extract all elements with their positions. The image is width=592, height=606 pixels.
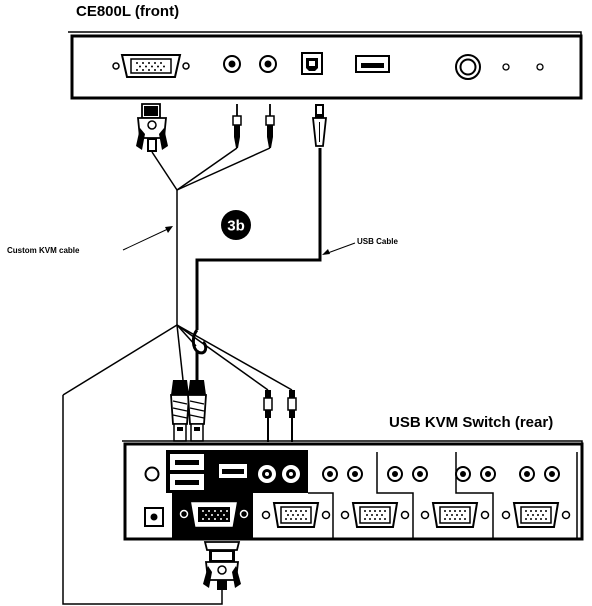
front-usb-a-port-icon — [355, 55, 390, 73]
rear-console-usb-ports-icon — [170, 454, 204, 490]
rear-port3-audio-jacks-icon — [455, 466, 496, 482]
ce800l-front-panel — [68, 31, 583, 100]
custom-kvm-cable — [62, 147, 293, 605]
rear-port4-vga-port-icon — [501, 502, 571, 528]
step-badge-circle — [221, 210, 251, 240]
rear-port2-audio-jacks-icon — [387, 466, 428, 482]
custom-kvm-cable-label: Custom KVM cable — [7, 246, 80, 255]
rear-console-mic-jack-icon — [282, 465, 300, 483]
rear-console-speaker-jack-icon — [258, 465, 276, 483]
switch-usb-plug-2-icon — [187, 380, 207, 442]
front-mic-jack-icon — [259, 55, 277, 73]
front-speaker-jack-icon — [223, 55, 241, 73]
rear-usb-port-icon — [217, 462, 249, 480]
usb-cable — [191, 148, 322, 380]
switch-mic-plug-icon — [287, 390, 297, 442]
front-usb-b-plug-icon — [311, 104, 328, 147]
front-mic-plug-icon — [265, 104, 275, 148]
usb-cable-label: USB Cable — [357, 237, 398, 246]
front-speaker-plug-icon — [232, 104, 242, 148]
step-badge: 3b — [227, 218, 245, 235]
front-vga-plug-icon — [136, 103, 168, 152]
ce800l-front-title: CE800L (front) — [76, 3, 180, 20]
kvm-switch-rear-title: USB KVM Switch (rear) — [389, 414, 554, 431]
rear-power-jack-icon — [144, 466, 160, 482]
rear-port1-vga-port-icon — [261, 502, 331, 528]
kvm-switch-rear-panel — [122, 440, 584, 541]
rear-port2-vga-port-icon — [340, 502, 410, 528]
switch-vga-plug-icon — [203, 541, 241, 590]
front-led-2-icon — [536, 63, 544, 71]
rear-port4-audio-jacks-icon — [519, 466, 560, 482]
rear-console-vga-port-icon — [179, 502, 249, 527]
rear-port1-audio-jacks-icon — [322, 466, 363, 482]
rear-dc-port-icon — [144, 507, 164, 527]
front-led-1-icon — [502, 63, 510, 71]
front-vga-port-icon — [112, 54, 190, 78]
rear-port3-vga-port-icon — [420, 502, 490, 528]
switch-usb-plug-1-icon — [170, 380, 190, 442]
front-usb-b-port-icon — [301, 52, 323, 75]
front-round-button-icon — [455, 54, 481, 80]
switch-speaker-plug-icon — [263, 390, 273, 442]
